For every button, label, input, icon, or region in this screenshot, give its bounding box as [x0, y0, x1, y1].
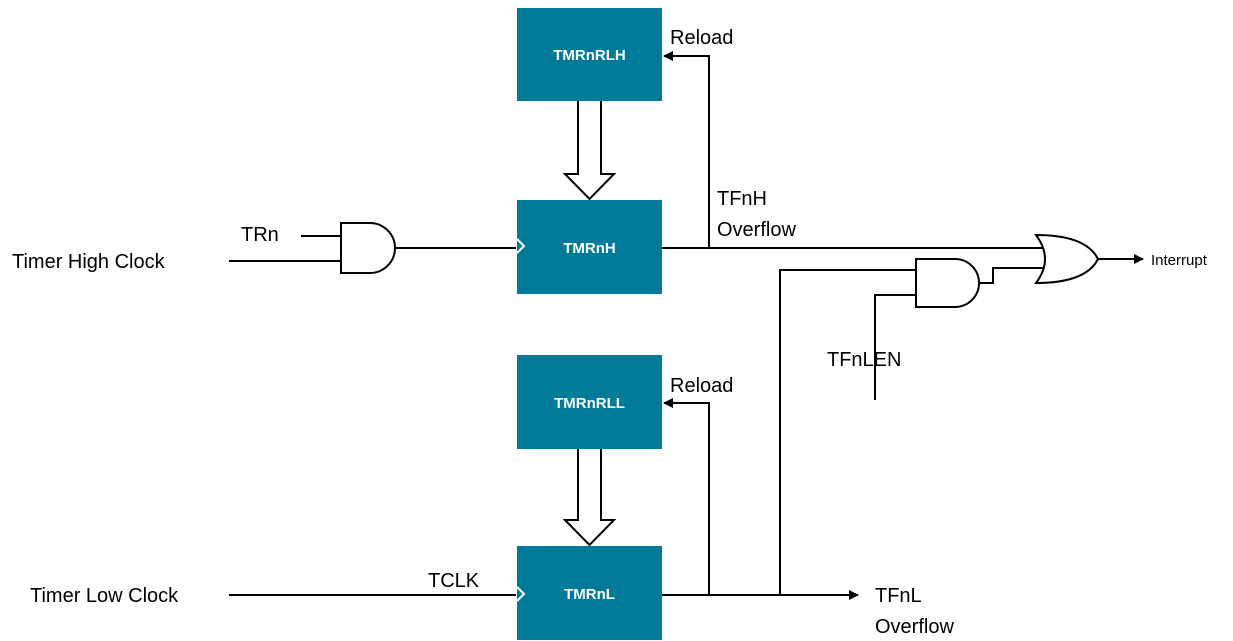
tfnlen-label: TFnLEN — [827, 349, 901, 371]
tmrnh-label: TMRnH — [563, 240, 616, 257]
and-gate-tfnlen — [915, 258, 980, 308]
and-to-or-wire — [979, 267, 1047, 284]
or-gate-interrupt — [1034, 233, 1100, 285]
reload-low-label: Reload — [670, 375, 733, 397]
tmrnrlh-block: TMRnRLH — [517, 8, 662, 101]
reload-high-label: Reload — [670, 27, 733, 49]
timer-low-clock-label: Timer Low Clock — [30, 585, 179, 607]
clock-input-marker-high — [516, 238, 526, 254]
tmrnrlh-label: TMRnRLH — [553, 47, 625, 64]
tfnh-label: TFnH — [717, 188, 767, 210]
tmrnrll-label: TMRnRLL — [554, 395, 625, 412]
timer-high-clock-label: Timer High Clock — [12, 251, 166, 273]
trn-label: TRn — [241, 224, 279, 246]
tmrnl-label: TMRnL — [564, 586, 615, 603]
tfnlen-wire — [874, 294, 916, 400]
tmrnrll-block: TMRnRLL — [517, 355, 662, 449]
tfnh-overflow-label: Overflow — [717, 219, 796, 241]
clock-input-marker-low — [516, 586, 526, 602]
load-arrow-low — [562, 449, 617, 547]
load-arrow-high — [562, 101, 617, 201]
reload-high-wire — [663, 51, 710, 248]
tfnl-overflow-label: Overflow — [875, 616, 954, 638]
reload-low-wire — [663, 398, 710, 595]
tmrnh-block: TMRnH — [516, 200, 662, 294]
tclk-label: TCLK — [428, 570, 480, 592]
tfnl-label: TFnL — [875, 585, 922, 607]
tfnl-to-and-wire — [779, 269, 916, 595]
tmrnl-block: TMRnL — [516, 546, 662, 640]
and-gate-high — [340, 222, 396, 274]
interrupt-label: Interrupt — [1151, 252, 1208, 269]
